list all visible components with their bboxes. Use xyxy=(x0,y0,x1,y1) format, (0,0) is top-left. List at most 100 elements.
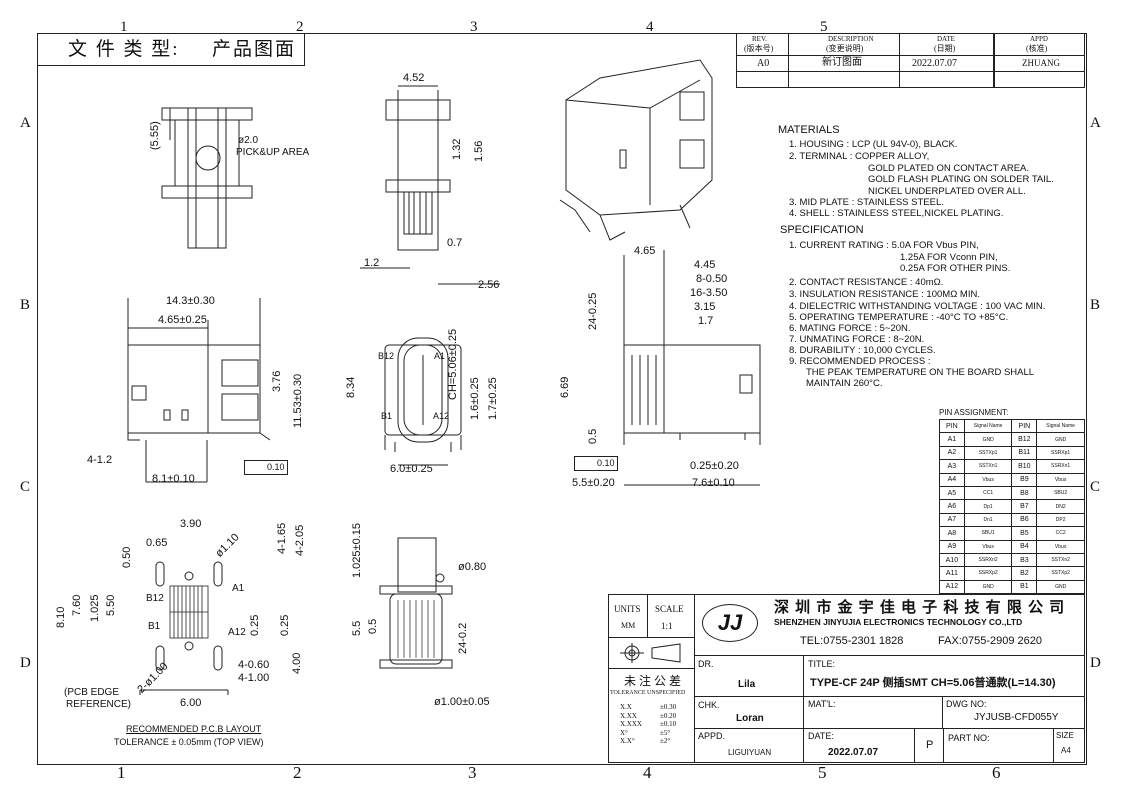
pin-cell: SSTXn2 xyxy=(1036,552,1085,568)
dim-label: 4.45 xyxy=(694,259,716,271)
spec-line: 6. MATING FORCE : 5~20N. xyxy=(789,323,911,334)
spec-line: MAINTAIN 260°C. xyxy=(806,378,883,389)
pin-cell: GND xyxy=(963,432,1013,447)
pin-callout: A1 xyxy=(232,583,245,594)
materials-line: 1. HOUSING : LCP (UL 94V-0), BLACK. xyxy=(789,139,958,150)
pin-cell: GND xyxy=(1036,432,1085,447)
materials-line: 2. TERMINAL : COPPER ALLOY, xyxy=(789,151,930,162)
pin-callout: A12 xyxy=(228,627,246,638)
pin-cell: Vbus xyxy=(963,472,1013,487)
dim-label: 6.69 xyxy=(559,376,571,398)
pin-cell: CC2 xyxy=(1036,526,1085,541)
dim-label: 4.65 xyxy=(634,245,656,257)
pin-cell: A12 xyxy=(939,579,965,595)
pin-cell: DN2 xyxy=(1036,499,1085,514)
rev-cell: A0 xyxy=(757,58,770,69)
matl-label: MAT'L: xyxy=(808,699,836,709)
rev-header: DESCRIPTION xyxy=(828,35,874,43)
spec-line: 9. RECOMMENDED PROCESS : xyxy=(789,356,931,367)
pin-cell: A4 xyxy=(939,472,965,487)
pin-cell: B4 xyxy=(1011,539,1038,554)
dim-label: 3.15 xyxy=(694,301,716,313)
chk-value: Loran xyxy=(736,713,764,724)
side-view-right xyxy=(623,250,761,486)
title-value: TYPE-CF 24P 侧插SMT CH=5.06普通款(L=14.30) xyxy=(810,677,1056,689)
dwg-value: JYJUSB-CFD055Y xyxy=(974,712,1059,723)
flatness-callout: 0.10 xyxy=(574,456,618,471)
pin-cell: A10 xyxy=(939,552,965,568)
materials-line: 4. SHELL : STAINLESS STEEL,NICKEL PLATIN… xyxy=(789,208,1004,219)
spec-line: 7. UNMATING FORCE : 8~20N. xyxy=(789,334,925,345)
pin-cell: SSTXn1 xyxy=(963,459,1013,474)
dim-label: 4.00 xyxy=(291,652,303,674)
file-type-label: 文 件 类 型: xyxy=(68,39,180,60)
pin-cell: B3 xyxy=(1011,552,1038,568)
dr-label: DR. xyxy=(698,659,714,669)
dim-label: 1.2 xyxy=(364,257,380,269)
pin-cell: SBU1 xyxy=(963,526,1013,541)
scale-value: 1:1 xyxy=(661,621,673,631)
row-label: D xyxy=(1090,655,1101,671)
col-label: 6 xyxy=(992,763,1001,782)
dim-label: 0.25 xyxy=(279,614,291,636)
p-label: P xyxy=(926,739,934,751)
tolerance-title: 未 注 公 差 xyxy=(624,674,682,688)
pin-cell: SBU2 xyxy=(1036,485,1085,501)
spec-line: 4. DIELECTRIC WITHSTANDING VOLTAGE : 100… xyxy=(789,301,1046,312)
row-label: C xyxy=(20,479,31,495)
rev-header: (变更说明) xyxy=(826,44,864,53)
rev-col xyxy=(788,33,900,88)
file-type-box xyxy=(37,33,305,66)
pin-assignment-title: PIN ASSIGNMENT: xyxy=(939,408,1009,417)
spec-line: 3. INSULATION RESISTANCE : 100MΩ MIN. xyxy=(789,289,980,300)
dwg-box xyxy=(942,696,1085,729)
dim-label: 0.5 xyxy=(367,618,379,634)
pin-cell: B2 xyxy=(1011,566,1038,581)
flatness-callout: 0.10 xyxy=(244,460,288,475)
pin-cell: Vbus xyxy=(963,539,1013,554)
units-box xyxy=(608,594,648,638)
company-logo: JJ xyxy=(702,604,758,642)
materials-line: NICKEL UNDERPLATED OVER ALL. xyxy=(868,186,1026,197)
spec-line: THE PEAK TEMPERATURE ON THE BOARD SHALL xyxy=(806,367,1035,378)
pin-cell: B12 xyxy=(1011,432,1038,447)
pin-cell: A9 xyxy=(939,539,965,554)
dim-label: (5.55) xyxy=(149,121,161,150)
dim-label: 11.53±0.30 xyxy=(292,373,304,428)
dim-label: 8.1±0.10 xyxy=(152,473,195,485)
row-label: C xyxy=(1090,479,1101,495)
pin-cell: DP2 xyxy=(1036,512,1085,528)
pin-callout: B12 xyxy=(378,351,395,361)
dim-label: 0.5 xyxy=(587,428,599,444)
tolerance-value: ±0.30 xyxy=(660,703,677,711)
dim-label: 4-1.2 xyxy=(87,454,113,466)
pin-cell: SSRXp2 xyxy=(963,566,1013,581)
materials-line: GOLD PLATED ON CONTACT AREA. xyxy=(868,163,1030,174)
col-label: 2 xyxy=(293,763,302,782)
dim-label: 1.025±0.15 xyxy=(351,523,363,578)
pin-cell: SSRXn2 xyxy=(963,552,1013,568)
dim-label: 4-0.60 xyxy=(238,659,270,671)
pin-cell: B9 xyxy=(1011,472,1038,487)
dim-label: 1.7 xyxy=(698,315,714,327)
dim-label: PICK&UP AREA xyxy=(236,147,310,158)
dim-label: ø1.00±0.05 xyxy=(434,696,490,708)
dim-label: 5.5±0.20 xyxy=(572,477,615,489)
pin-cell: SSTXp1 xyxy=(963,445,1013,461)
pin-cell: Dp1 xyxy=(963,499,1013,514)
dim-label: 14.3±0.30 xyxy=(166,295,215,307)
dim-label: 8.10 xyxy=(55,606,67,628)
pin-callout: B1 xyxy=(148,621,161,632)
spec-line: 0.25A FOR OTHER PINS. xyxy=(900,263,1011,274)
dim-label: 1.7±0.25 xyxy=(487,377,499,420)
dim-label: 24-0.25 xyxy=(587,292,599,330)
pin-header: Signal Name xyxy=(1036,418,1085,434)
col-label: 2 xyxy=(296,19,304,35)
drawing-frame xyxy=(37,33,1087,765)
